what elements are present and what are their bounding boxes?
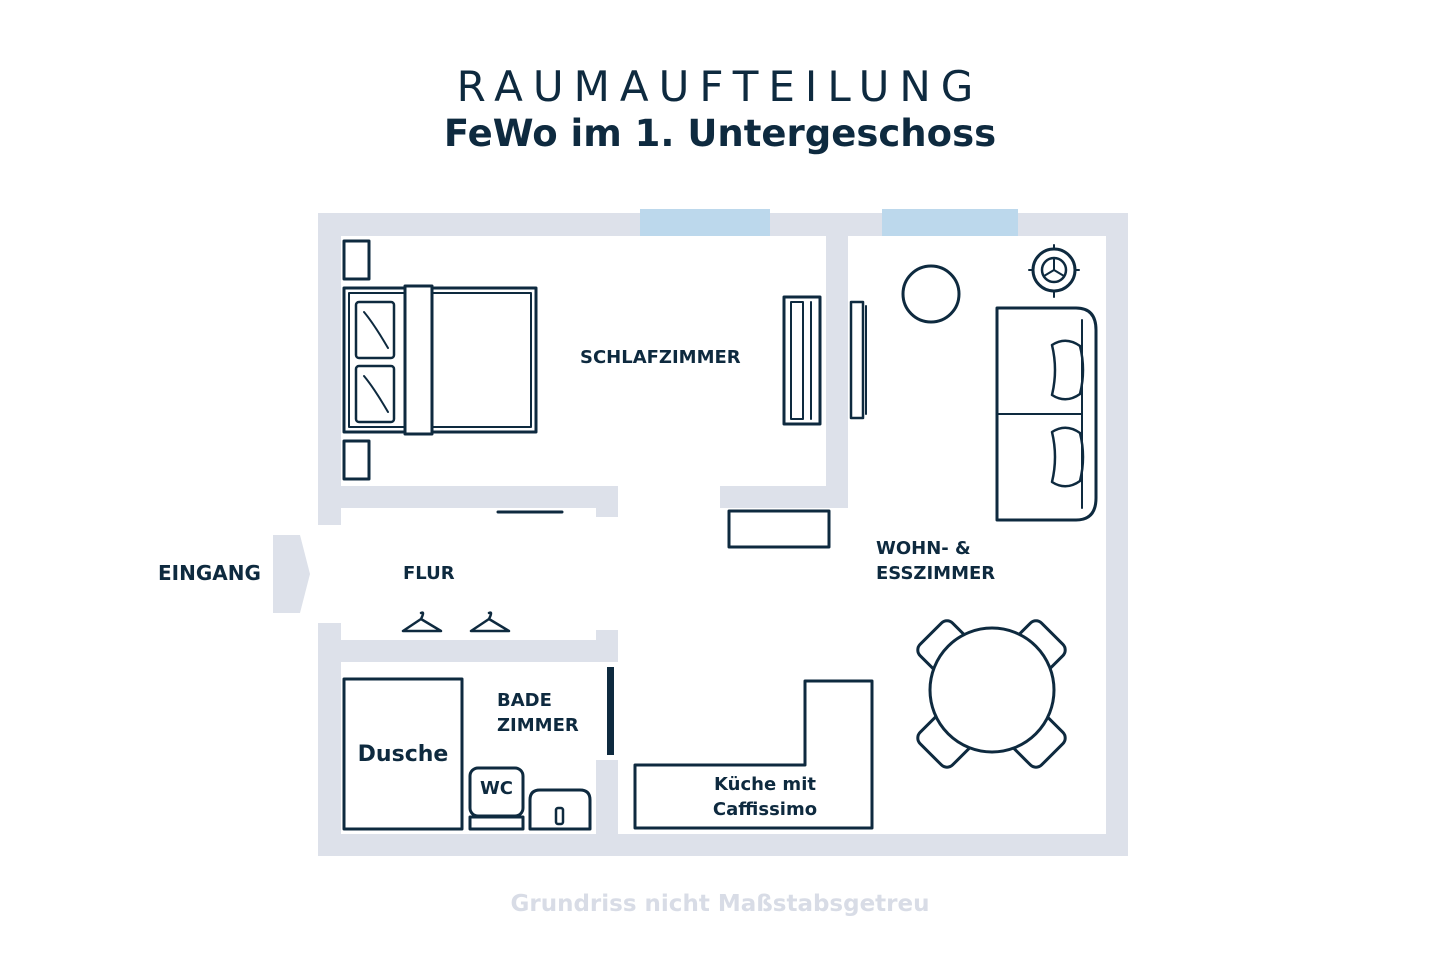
wall-flur-stub [596,508,618,517]
entrance-label: EINGANG [158,561,261,585]
room-label-kueche: Küche mit Caffissimo [712,774,818,820]
wall-right [1106,213,1128,856]
kitchen-counter [633,679,874,830]
nightstand-top [342,239,371,281]
wall-left-lower [318,623,341,856]
lamp-icon [1028,244,1080,298]
room-label-wohnzimmer: WOHN- & ESSZIMMER [876,538,996,584]
bathroom-door [607,667,614,755]
wall-bathroom-right-top [596,640,618,662]
shower [342,677,464,831]
wall-flur-stub-lower [596,630,618,642]
sink-icon [528,788,592,831]
page-subtitle: FeWo im 1. Untergeschoss [443,112,997,155]
nightstand-bottom [342,439,371,481]
shower-label: Dusche [357,742,449,767]
wc-label: WC [479,778,514,799]
wall-bottom [318,834,1128,856]
wall-bedroom-living [826,213,848,508]
wall-bedroom-bottom-left [318,486,618,508]
bed-icon [342,284,538,436]
wall-bathroom-top [318,640,618,662]
hanger-icon [401,611,511,633]
wall-left-upper [318,213,341,525]
wall-bathroom-right-bottom [596,760,618,856]
cabinet [727,509,831,549]
room-label-badezimmer: BADE ZIMMER [497,690,579,736]
tv-icon [849,300,867,420]
room-label-schlafzimmer: SCHLAFZIMMER [580,347,741,368]
windows [640,209,1018,236]
room-label-flur: FLUR [403,563,455,584]
side-table [901,264,961,324]
dining-table-icon [916,619,1067,769]
wardrobe-icon [782,295,822,426]
sofa-icon [995,306,1098,522]
window-bedroom [640,209,770,236]
wc-icon [468,766,525,831]
scale-disclaimer: Grundriss nicht Maßstabsgetreu [510,891,930,917]
wall-bedroom-bottom-right [720,486,848,508]
page-title: RAUMAUFTEILUNG [456,62,984,111]
window-living [882,209,1018,236]
entrance-arrow [273,535,310,613]
